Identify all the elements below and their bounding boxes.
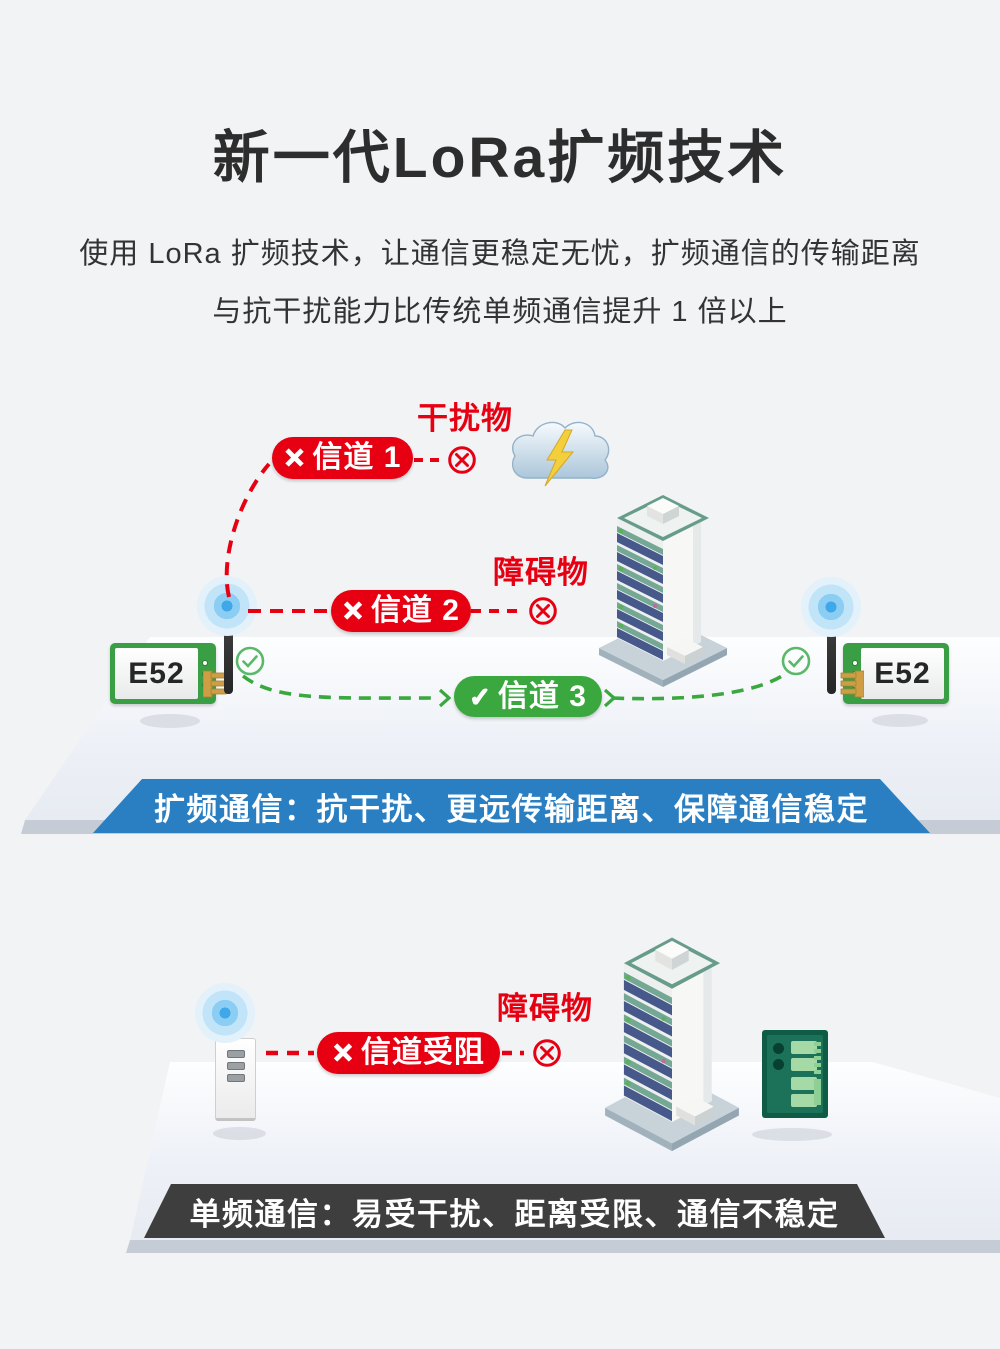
cross-circle-icon	[529, 597, 557, 625]
channel3-label: 信道 3	[497, 679, 587, 713]
pin-header-icon	[840, 670, 864, 698]
single-freq-transmitter	[185, 983, 295, 1143]
spread-banner: 扩频通信：抗干扰、更远传输距离、保障通信稳定	[93, 779, 930, 833]
antenna-icon	[827, 590, 836, 694]
subtitle-line-2: 与抗干扰能力比传统单频通信提升 1 倍以上	[212, 296, 788, 328]
cross-circle-icon	[448, 446, 476, 474]
blocked-channel-pill: ✕ 信道受阻	[317, 1032, 500, 1074]
remote-shadow	[213, 1127, 266, 1140]
radio-wave-icon	[801, 577, 861, 637]
pcb-device-icon	[762, 1030, 828, 1118]
channel3-pill: ✓ 信道 3	[454, 676, 602, 717]
storm-cloud-icon	[511, 421, 610, 487]
channel2-label: 信道 2	[370, 594, 460, 627]
radio-wave-icon	[197, 576, 257, 636]
building-icon	[605, 937, 739, 1152]
e52-module-right-label: E52	[861, 648, 944, 699]
single-banner: 单频通信：易受干扰、距离受限、通信不稳定	[144, 1184, 885, 1238]
remote-device-icon	[215, 1038, 256, 1121]
pcb-shadow	[752, 1128, 832, 1141]
e52-board-left: E52	[110, 643, 216, 704]
channel1-label: 信道 1	[312, 441, 402, 474]
page-title: 新一代LoRa扩频技术	[212, 126, 788, 190]
x-mark-icon: ✕	[283, 443, 306, 473]
subtitle-line-1: 使用 LoRa 扩频技术，让通信更稳定无忧，扩频通信的传输距离	[79, 238, 921, 270]
radio-wave-icon	[195, 983, 255, 1043]
single-banner-text: 单频通信：易受干扰、距离受限、通信不稳定	[189, 1196, 840, 1232]
check-mark-icon: ✓	[468, 681, 491, 712]
e52-module-left-label: E52	[115, 648, 198, 699]
cross-circle-icon	[533, 1039, 561, 1067]
channel1-pill: ✕ 信道 1	[272, 437, 413, 479]
x-mark-icon: ✕	[331, 1038, 354, 1068]
building-icon	[599, 495, 727, 687]
check-circle-icon	[235, 646, 265, 676]
interference-label: 干扰物	[417, 401, 513, 436]
module-left-shadow	[140, 714, 200, 728]
obstacle-label: 障碍物	[493, 555, 589, 590]
pin-header-icon	[203, 670, 227, 698]
obstacle-label: 障碍物	[497, 991, 593, 1026]
e52-module-left: E52	[105, 575, 257, 710]
channel2-pill: ✕ 信道 2	[331, 590, 471, 632]
module-right-shadow	[872, 714, 928, 727]
spread-banner-text: 扩频通信：抗干扰、更远传输距离、保障通信稳定	[154, 791, 869, 827]
x-mark-icon: ✕	[341, 596, 364, 626]
antenna-icon	[224, 590, 233, 694]
blocked-channel-label: 信道受阻	[360, 1036, 485, 1069]
ground-platform-single-edge	[126, 1240, 1000, 1253]
e52-module-right: E52	[760, 575, 960, 710]
check-circle-icon	[781, 646, 811, 676]
